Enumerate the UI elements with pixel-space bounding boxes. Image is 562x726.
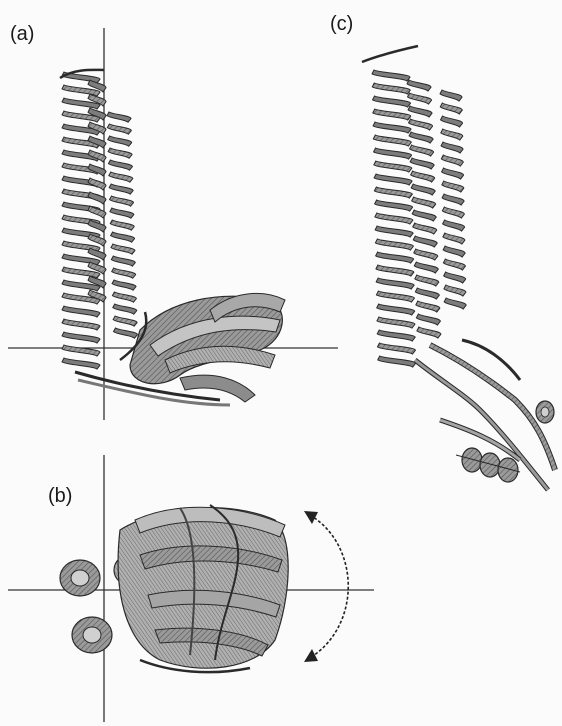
panel-a-beta-domain	[75, 293, 285, 405]
panel-a: (a)	[8, 23, 338, 420]
panel-c: (c)	[330, 13, 555, 490]
panel-b-beta-domain	[118, 505, 288, 672]
panel-a-label: (a)	[10, 23, 34, 45]
rotation-arrow	[304, 511, 348, 662]
panel-b: (b)	[8, 455, 374, 722]
panel-c-terminal-tail	[362, 46, 418, 62]
helix-a1	[62, 72, 100, 369]
panel-b-label: (b)	[48, 485, 72, 507]
panel-a-helix-bundle	[60, 70, 137, 369]
panel-c-label: (c)	[330, 13, 353, 35]
helix-c1	[372, 70, 416, 367]
helix-c3	[440, 90, 466, 309]
helix-a2	[107, 112, 137, 338]
helix-a3	[88, 80, 106, 302]
panel-c-helix-bundle	[362, 46, 466, 367]
